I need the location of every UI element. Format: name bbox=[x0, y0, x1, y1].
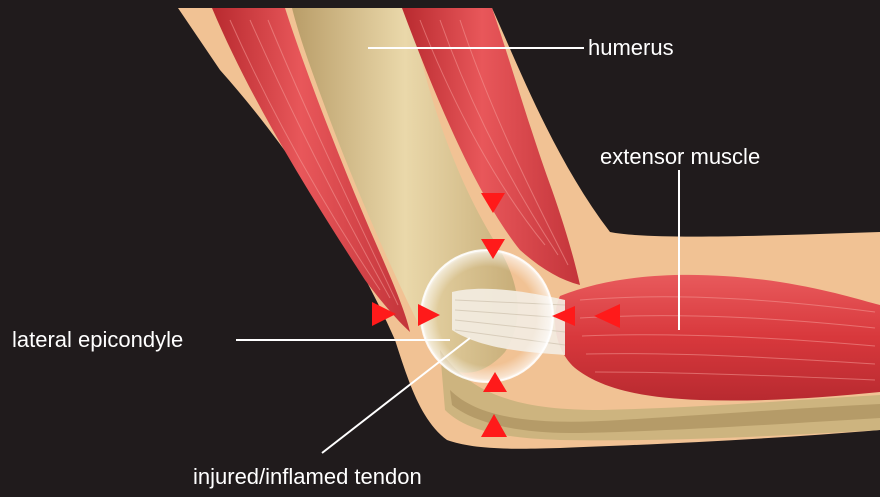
extensor-muscle-shape bbox=[555, 275, 880, 401]
label-lateral-epicondyle: lateral epicondyle bbox=[12, 329, 183, 351]
label-injured-tendon: injured/inflamed tendon bbox=[193, 466, 422, 488]
label-extensor-muscle: extensor muscle bbox=[600, 146, 760, 168]
inflamed-joint-highlight bbox=[421, 250, 553, 382]
label-humerus: humerus bbox=[588, 37, 674, 59]
